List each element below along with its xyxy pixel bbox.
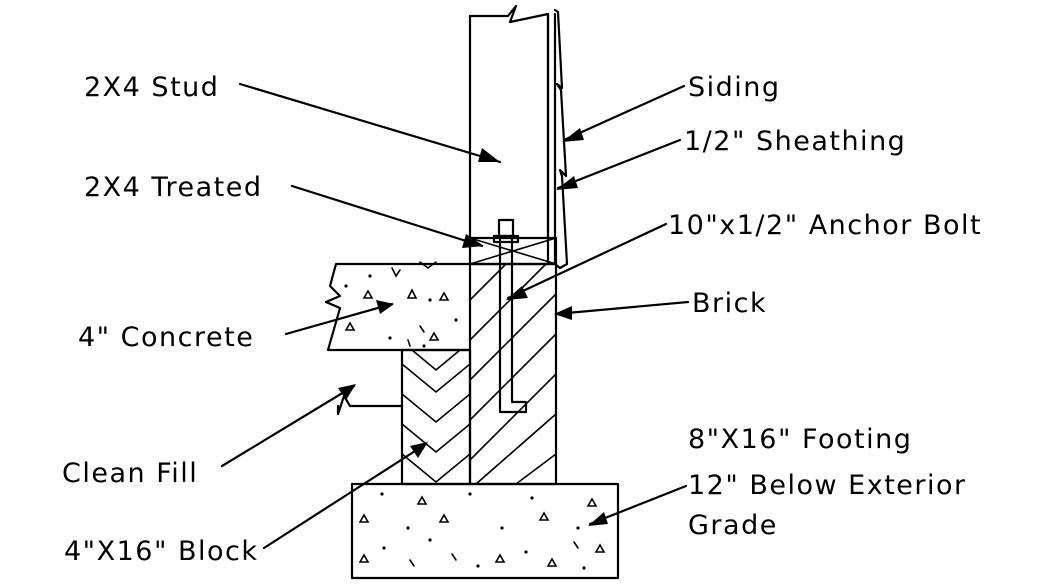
label-clean-fill: Clean Fill xyxy=(62,458,198,489)
leader-sheathing xyxy=(556,138,682,190)
leader-clean-fill xyxy=(220,384,356,468)
leader-brick xyxy=(554,300,690,320)
leader-anchor-bolt xyxy=(506,222,668,300)
leader-treated xyxy=(290,184,484,248)
label-stud: 2X4 Stud xyxy=(84,72,219,103)
leader-siding xyxy=(562,84,686,142)
label-footing-line3: Grade xyxy=(688,510,778,541)
concrete-slab xyxy=(324,261,472,352)
label-block: 4"X16" Block xyxy=(64,536,258,567)
label-footing-line2: 12" Below Exterior xyxy=(688,470,967,501)
block xyxy=(400,348,472,486)
leader-stud xyxy=(238,82,502,164)
siding xyxy=(553,8,569,270)
leader-block xyxy=(262,442,428,550)
label-siding: Siding xyxy=(688,72,781,103)
label-concrete: 4" Concrete xyxy=(78,322,254,353)
leader-concrete xyxy=(284,300,394,336)
clean-fill-break xyxy=(336,394,404,416)
label-brick: Brick xyxy=(692,288,767,319)
sheathing xyxy=(546,12,557,266)
label-anchor-bolt: 10"x1/2" Anchor Bolt xyxy=(668,210,982,241)
label-sheathing: 1/2" Sheathing xyxy=(684,126,906,157)
footing xyxy=(350,482,620,580)
leader-footing xyxy=(588,484,688,526)
stud xyxy=(468,4,550,240)
label-footing-line1: 8"X16" Footing xyxy=(688,424,912,455)
label-treated: 2X4 Treated xyxy=(84,172,262,203)
